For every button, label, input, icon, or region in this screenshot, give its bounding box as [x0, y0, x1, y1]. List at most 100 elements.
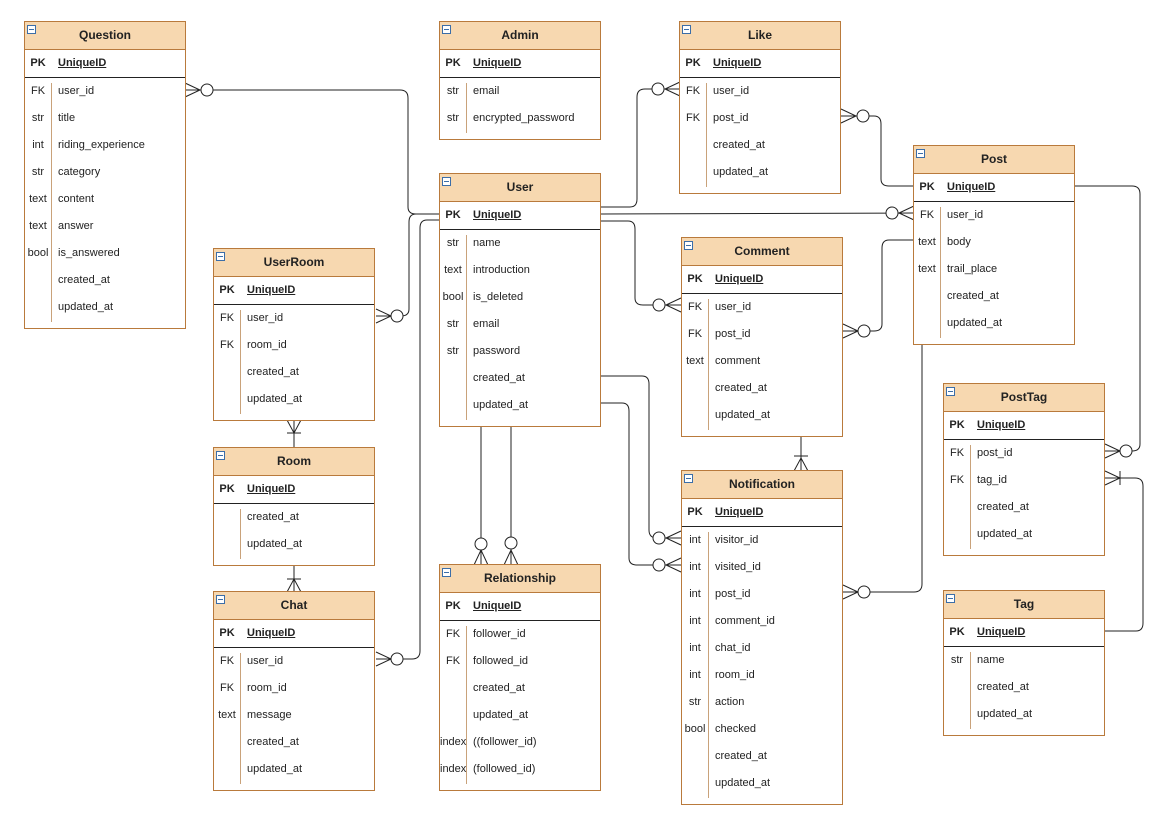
entity-bottom-padding — [214, 558, 374, 565]
field-row: updated_at — [214, 386, 374, 413]
zero-circle-userroom — [390, 309, 404, 323]
field-name: UniqueID — [977, 626, 1026, 638]
key-type-label: FK — [685, 85, 701, 97]
entity-header[interactable]: Post — [914, 146, 1074, 174]
field-name: answer — [58, 220, 94, 232]
key-type-label: int — [689, 642, 701, 654]
entity-header[interactable]: Notification — [682, 471, 842, 499]
key-type-label: str — [446, 345, 460, 357]
crowfoot-relationship-2 — [503, 548, 519, 566]
key-type-label: PK — [445, 57, 461, 69]
collapse-icon[interactable] — [216, 595, 225, 604]
field-name: chat_id — [715, 642, 751, 654]
entity-header[interactable]: Comment — [682, 238, 842, 266]
column-divider — [466, 83, 467, 133]
key-type-label: int — [689, 615, 701, 627]
key-type-label: FK — [687, 328, 703, 340]
key-type-label: FK — [687, 301, 703, 313]
collapse-icon[interactable] — [682, 25, 691, 34]
field-name: UniqueID — [473, 600, 522, 612]
collapse-icon[interactable] — [442, 177, 451, 186]
entity-header[interactable]: Tag — [944, 591, 1104, 619]
link-user-notification-2 — [601, 402, 681, 566]
field-name: UniqueID — [713, 57, 762, 69]
collapse-icon[interactable] — [916, 149, 925, 158]
key-type-label: PK — [219, 483, 235, 495]
key-type-label: text — [29, 193, 47, 205]
crowfoot-like-user — [663, 81, 681, 97]
collapse-icon[interactable] — [27, 25, 36, 34]
collapse-icon[interactable] — [442, 25, 451, 34]
field-name: updated_at — [977, 528, 1033, 540]
entity-title: Post — [980, 152, 1007, 166]
link-user-userroom — [376, 213, 439, 317]
field-name: UniqueID — [715, 273, 764, 285]
entity-header[interactable]: Chat — [214, 592, 374, 620]
entity-header[interactable]: User — [440, 174, 600, 202]
link-post-like — [841, 115, 914, 187]
entity-title: Room — [277, 454, 311, 468]
link-user-chat — [376, 219, 439, 660]
entity-header[interactable]: Admin — [440, 22, 600, 50]
key-type-label: FK — [219, 655, 235, 667]
collapse-icon[interactable] — [946, 387, 955, 396]
entity-header[interactable]: UserRoom — [214, 249, 374, 277]
key-type-label: PK — [219, 284, 235, 296]
collapse-icon[interactable] — [684, 241, 693, 250]
column-divider — [240, 310, 241, 414]
column-divider — [466, 235, 467, 420]
entity-header[interactable]: Relationship — [440, 565, 600, 593]
key-type-label: FK — [219, 339, 235, 351]
entity-header[interactable]: PostTag — [944, 384, 1104, 412]
link-post-comment — [843, 239, 914, 332]
key-type-label: str — [446, 112, 460, 124]
crowfoot-notification-2 — [664, 557, 682, 573]
collapse-icon[interactable] — [216, 252, 225, 261]
field-name: created_at — [715, 382, 767, 394]
field-row: updated_at — [944, 701, 1104, 728]
entity-header[interactable]: Room — [214, 448, 374, 476]
collapse-icon[interactable] — [216, 451, 225, 460]
collapse-icon[interactable] — [684, 474, 693, 483]
field-name: user_id — [947, 209, 984, 221]
key-type-label: int — [689, 561, 701, 573]
collapse-icon[interactable] — [442, 568, 451, 577]
entity-header[interactable]: Question — [25, 22, 185, 50]
collapse-icon[interactable] — [946, 594, 955, 603]
entity-header[interactable]: Like — [680, 22, 840, 50]
key-type-label: FK — [30, 85, 46, 97]
key-type-label: PK — [30, 57, 46, 69]
field-name: checked — [715, 723, 756, 735]
field-name: updated_at — [715, 777, 771, 789]
entity-bottom-padding — [440, 419, 600, 426]
field-name: post_id — [715, 328, 751, 340]
field-name: room_id — [247, 339, 287, 351]
key-type-label: FK — [445, 655, 461, 667]
field-row: created_at — [214, 359, 374, 386]
field-name: comment_id — [715, 615, 775, 627]
zero-circle-notification-2 — [652, 558, 666, 572]
field-name: UniqueID — [247, 483, 296, 495]
key-type-label: int — [689, 588, 701, 600]
